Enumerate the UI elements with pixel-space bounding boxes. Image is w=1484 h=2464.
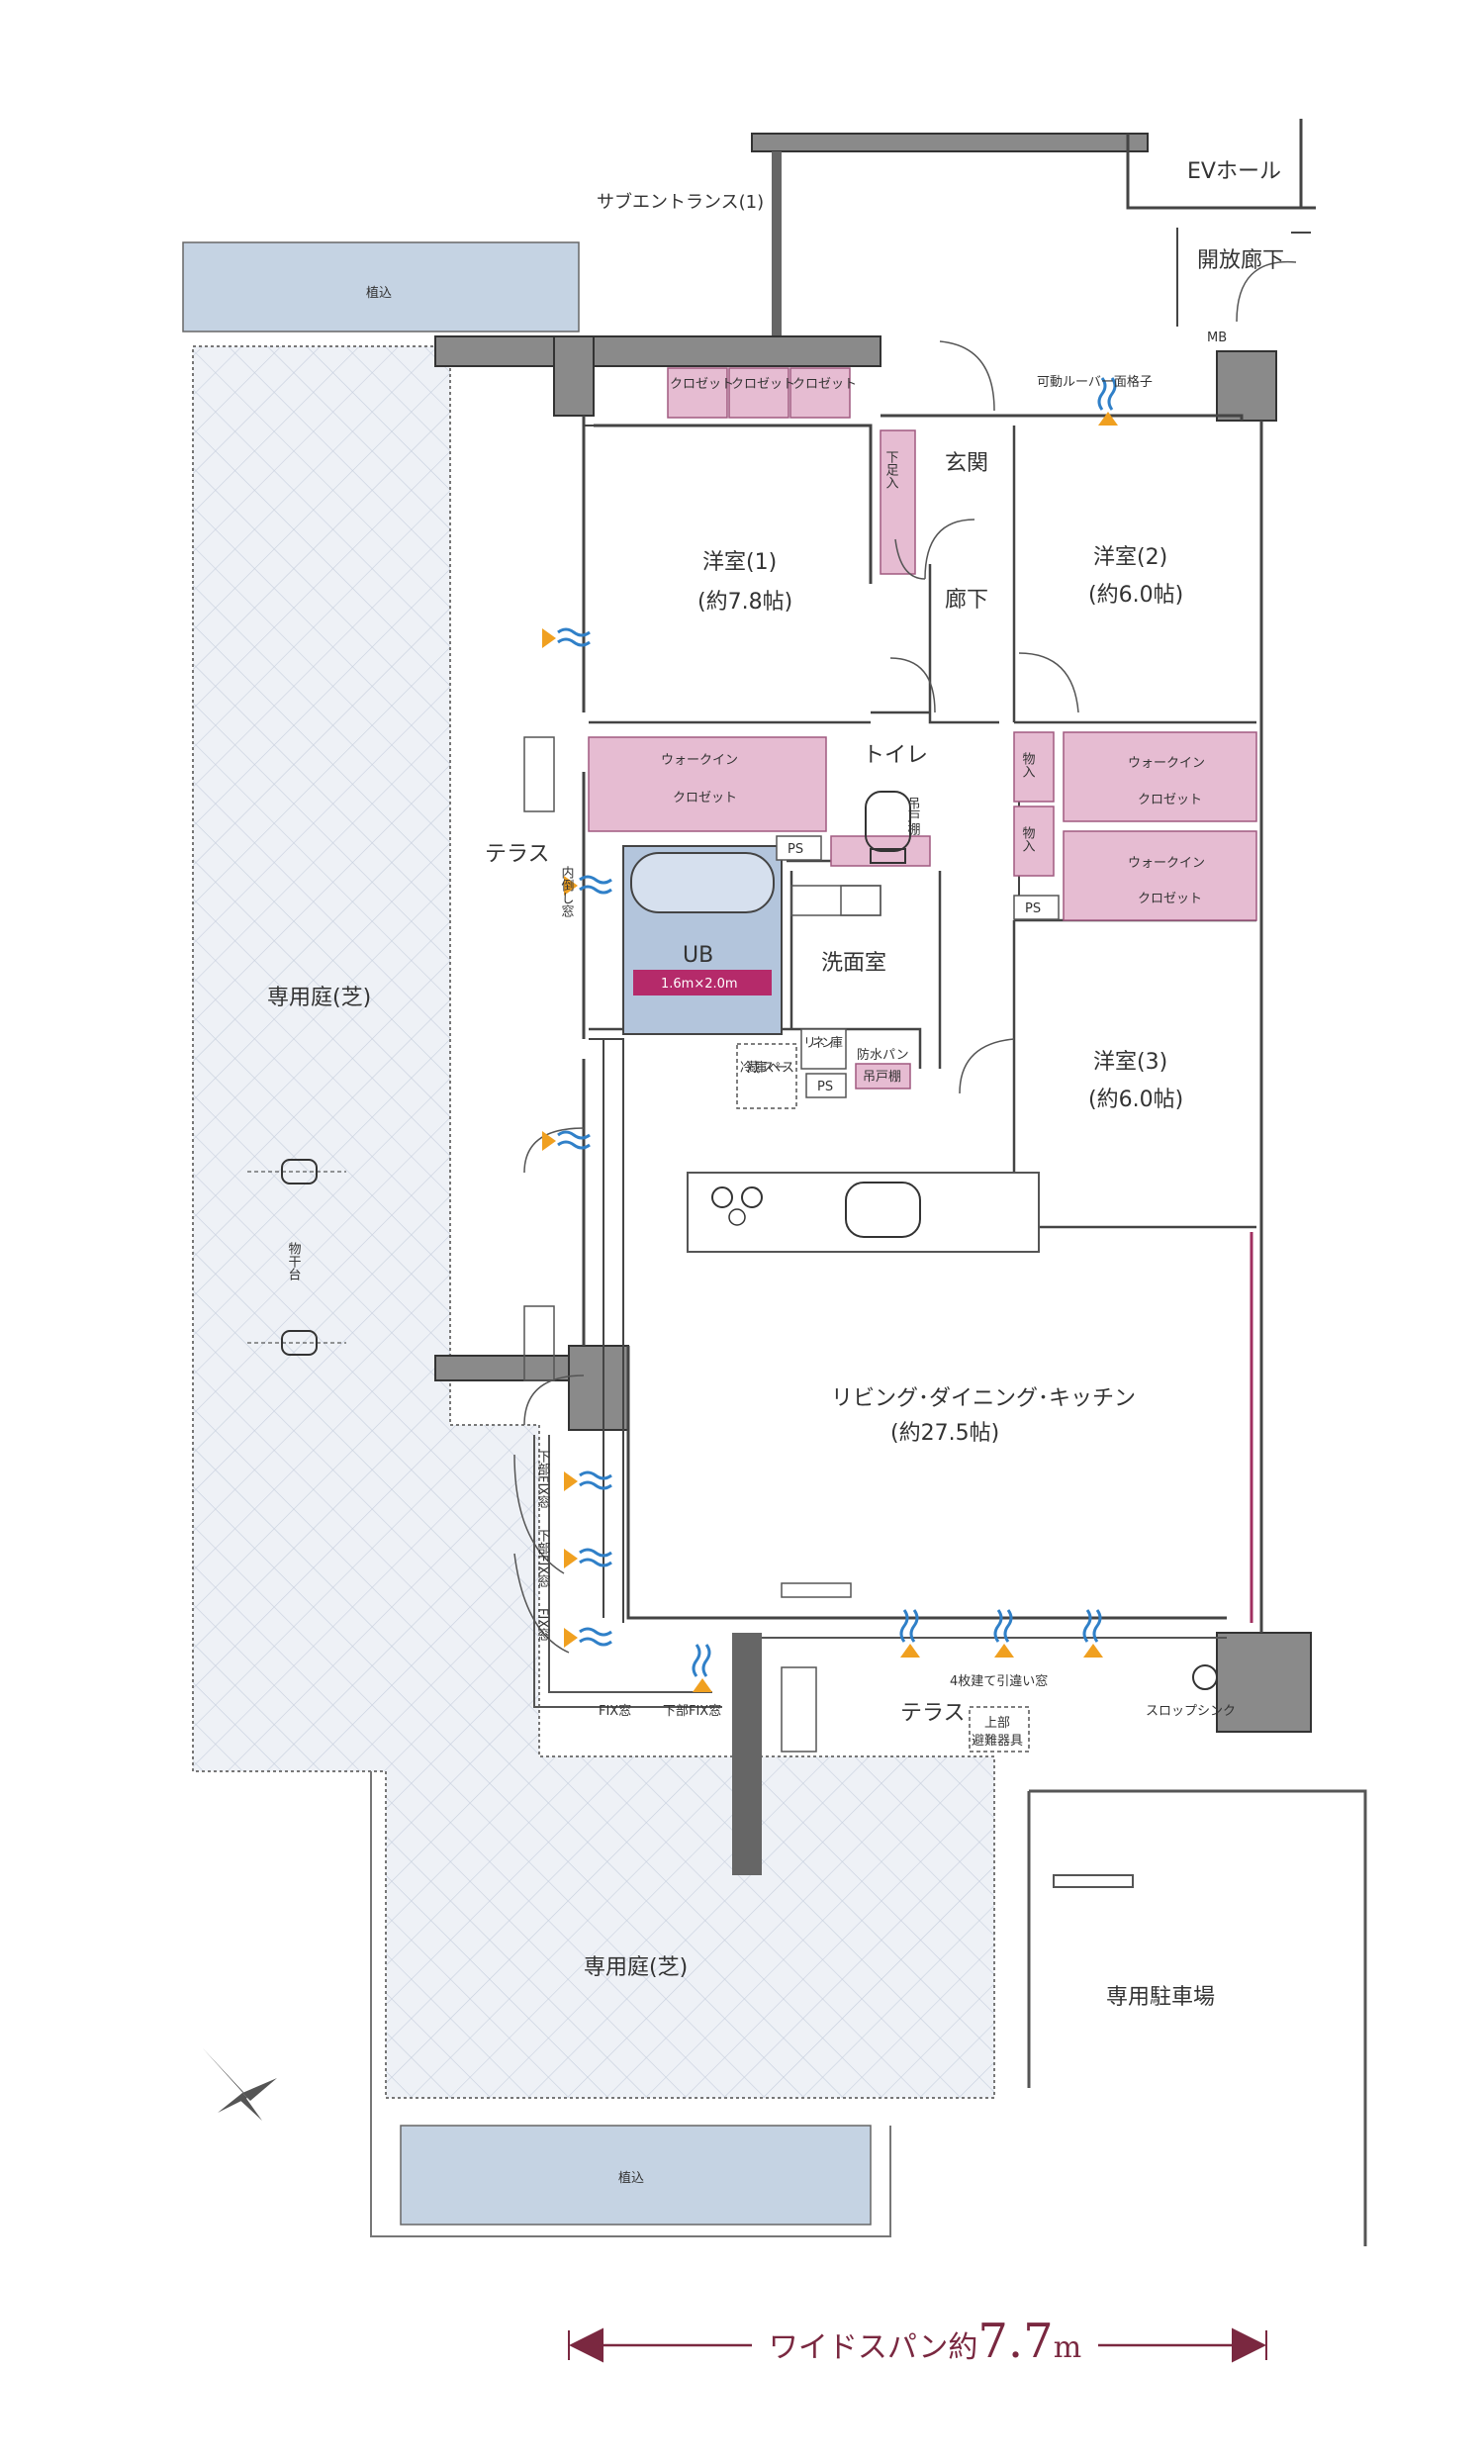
pan-shelf xyxy=(855,1063,911,1090)
closet-1 xyxy=(667,367,728,419)
terrace-bottom-label: テラス xyxy=(900,1701,966,1726)
louver-label: 可動ルーバー面格子 xyxy=(1037,374,1153,390)
pan-label: 防水パン xyxy=(857,1047,909,1063)
room1-name: 洋室(1) xyxy=(702,550,777,575)
room3-name: 洋室(3) xyxy=(1093,1050,1167,1075)
kitchen-counter xyxy=(687,1172,1040,1253)
closet-2 xyxy=(728,367,789,419)
planter-top xyxy=(182,241,580,332)
room1-size: (約7.8帖) xyxy=(697,590,792,615)
ps-label-1: PS xyxy=(788,842,803,857)
compass-icon xyxy=(203,2048,277,2121)
walkin-a xyxy=(588,736,827,832)
hanging-shelf-label: 吊戸棚 xyxy=(905,797,921,835)
closet-label-1: クロゼット xyxy=(670,377,734,392)
ldk-size: (約27.5帖) xyxy=(890,1421,999,1446)
wic-c-label-2: クロゼット xyxy=(1138,892,1202,906)
wic-a-label-2: クロゼット xyxy=(673,791,737,806)
ev-hall-label: EVホール xyxy=(1187,159,1281,184)
planter-top-label: 植込 xyxy=(366,286,392,301)
linen-label: リネン庫 xyxy=(803,1036,843,1051)
fix-label-2: 下部FIX窓 xyxy=(535,1529,551,1588)
room2-name: 洋室(2) xyxy=(1093,545,1167,570)
wic-b-label-2: クロゼット xyxy=(1138,793,1202,807)
garden-lower-label: 専用庭(芝) xyxy=(584,1955,688,1980)
storage-2 xyxy=(1013,806,1055,877)
walkin-b xyxy=(1063,731,1257,822)
toilet-label: トイレ xyxy=(863,743,928,768)
fix-label-3: FIX窓 xyxy=(535,1608,551,1642)
parking-label: 専用駐車場 xyxy=(1106,1985,1215,2010)
washroom-label: 洗面室 xyxy=(821,951,886,976)
evac-label-1: 上部 xyxy=(984,1716,1010,1731)
closet-label-2: クロゼット xyxy=(731,377,795,392)
slop-sink-icon xyxy=(1192,1664,1218,1690)
open-corridor-label: 開放廊下 xyxy=(1197,248,1284,273)
span-unit: m xyxy=(1054,2330,1081,2365)
drying-label: 物干台 xyxy=(286,1242,302,1280)
toilet-icon xyxy=(865,791,911,864)
span-value: 7.7 xyxy=(977,2314,1053,2369)
parking-outline xyxy=(1027,1789,1367,2246)
storage-label-2: 物入 xyxy=(1020,826,1036,852)
genkan-label: 玄関 xyxy=(945,451,988,476)
planter-bottom xyxy=(400,2125,872,2226)
evac-label-2: 避難器具 xyxy=(972,1734,1023,1749)
stove-icon xyxy=(711,1186,763,1226)
walkin-c xyxy=(1063,830,1257,921)
inner-window-label: 内倒し窓 xyxy=(559,865,575,917)
storage-label-1: 物入 xyxy=(1020,752,1036,778)
span-prefix: ワイドスパン約 xyxy=(769,2330,978,2365)
slop-sink-label: スロップシンク xyxy=(1146,1704,1236,1719)
sink-icon xyxy=(845,1182,921,1238)
sub-entrance-label: サブエントランス(1) xyxy=(597,191,764,213)
span-label: ワイドスパン約7.7m xyxy=(769,2314,1081,2369)
wic-a-label-1: ウォークイン xyxy=(661,753,738,768)
ub-label: UB xyxy=(683,943,713,968)
ps-label-3: PS xyxy=(817,1080,833,1094)
wic-c-label-1: ウォークイン xyxy=(1128,856,1205,871)
mb-label: MB xyxy=(1207,331,1227,345)
closet-3 xyxy=(789,367,851,419)
garden-upper-label: 専用庭(芝) xyxy=(267,986,371,1010)
sliding-window-label: 4枚建て引違い窓 xyxy=(950,1673,1048,1689)
ub-size-label: 1.6m×2.0m xyxy=(661,977,738,992)
room3-size: (約6.0帖) xyxy=(1088,1088,1183,1112)
room2-size: (約6.0帖) xyxy=(1088,583,1183,608)
planter-bottom-label: 植込 xyxy=(618,2171,644,2186)
fridge-label: 冷蔵庫スペース xyxy=(740,1061,794,1076)
fix-label-4: FIX窓 xyxy=(599,1703,631,1719)
garden-upper xyxy=(192,345,995,2099)
ldk-name: リビング･ダイニング･キッチン xyxy=(831,1386,1136,1411)
shoe-label: 下足入 xyxy=(883,450,899,489)
corridor-label: 廊下 xyxy=(945,588,988,613)
wall-top xyxy=(434,335,881,367)
ps-label-2: PS xyxy=(1025,901,1041,916)
pan-shelf-label: 吊戸棚 xyxy=(863,1070,901,1085)
fix-label-5: 下部FIX窓 xyxy=(663,1703,721,1719)
wic-b-label-1: ウォークイン xyxy=(1128,756,1205,771)
storage-1 xyxy=(1013,731,1055,803)
terrace-left-label: テラス xyxy=(485,842,550,867)
closet-label-3: クロゼット xyxy=(792,377,857,392)
fix-label-1: 下部FIX窓 xyxy=(535,1450,551,1509)
